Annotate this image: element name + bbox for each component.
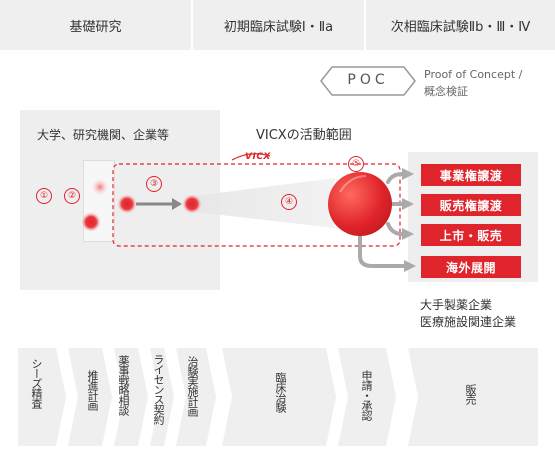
step-2-label: 推進計画 [86,370,99,410]
phase-late-clinical: 次相臨床試験Ⅱb・Ⅲ・Ⅳ [366,0,555,50]
step-shape-3 [114,348,148,446]
step-1-label: シーズ精査 [30,358,43,408]
vicx-scope-label: VICXの活動範囲 [256,128,352,143]
vicx-logo: VICX [245,152,271,162]
step-4-label: ライセンス契約 [152,354,165,424]
step-shape-6 [222,348,336,446]
poc-circle [328,172,392,236]
vicx-logo-swoosh [231,153,271,161]
step-shape-8 [408,348,538,446]
phase-basic-research: 基礎研究 [0,0,191,50]
pipeline-beam [195,178,335,228]
poc-label: POC [347,72,389,88]
step-7-label: 申請・承認 [360,370,373,420]
outcome-launch-sales: 上市・販売 [421,224,521,246]
partner-line-1: 大手製薬企業 [420,298,493,312]
marker-2: ② [64,188,80,204]
marker-3: ③ [146,176,162,192]
outcome-sales-rights-label: 販売権譲渡 [439,198,503,213]
phase-late-clinical-label: 次相臨床試験Ⅱb・Ⅲ・Ⅳ [390,19,531,35]
step-shape-5 [176,348,216,446]
phase-early-clinical: 初期臨床試験Ⅰ・Ⅱa [193,0,364,50]
step-6-label: 臨床治験 [274,372,287,412]
step-shape-4 [150,348,174,446]
marker-1: ① [36,188,52,204]
candidate-dot [117,194,137,214]
step-shape-1 [18,348,66,446]
poc-subtitle: 概念検証 [424,85,468,98]
university-label: 大学、研究機関、企業等 [37,128,170,142]
outcome-overseas-label: 海外展開 [445,260,496,275]
seed-dot-soft [91,178,109,196]
development-dot [182,194,202,214]
outcome-sales-rights: 販売権譲渡 [421,194,521,216]
step-shape-7 [338,348,396,446]
phase-early-clinical-label: 初期臨床試験Ⅰ・Ⅱa [223,19,334,35]
poc-title: Proof of Concept / [424,68,523,81]
outcome-arrows [358,172,406,268]
arrowheads [402,168,416,272]
partner-line-2: 医療施設関連企業 [420,315,517,329]
phase-basic-research-label: 基礎研究 [69,19,122,35]
marker-4: ④ [281,194,297,210]
seed-dot [81,212,101,232]
vicx-scope-boundary [112,163,401,247]
outcome-launch-sales-label: 上市・販売 [439,228,503,243]
step-8-label: 販売 [464,384,477,404]
outcome-business-rights-label: 事業権譲渡 [439,168,503,183]
step-shape-2 [68,348,112,446]
marker-5: ⑤ [348,156,364,172]
step-3-label: 薬事戦略相談 [117,355,130,415]
outcome-overseas: 海外展開 [421,256,521,278]
step-5-label: 治験実施計画 [186,356,199,416]
outcome-business-rights: 事業権譲渡 [421,164,521,186]
poc-badge [320,66,416,96]
